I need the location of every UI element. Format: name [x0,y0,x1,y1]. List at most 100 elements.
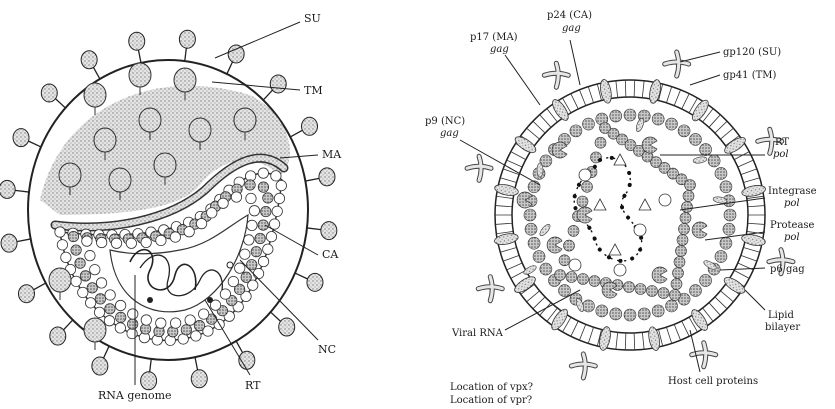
label-p24-gene: gag [562,23,581,34]
capsid-bead [647,286,658,297]
matrix-bead [524,209,536,221]
integrase-protein [634,224,646,236]
label-protease: Protease [770,220,815,231]
capsid-bead [658,288,669,299]
spike-knob [302,117,318,135]
spike-knob [129,32,145,50]
envelope-protein [139,108,161,132]
matrix-bead [570,125,582,137]
label-p17: p17 (MA) [470,32,518,43]
matrix-bead [715,167,727,179]
label-p24: p24 (CA) [547,10,592,21]
matrix-bead [528,181,540,193]
label-p17-gene: gag [490,44,509,55]
envelope-protein [109,168,131,192]
matrix-bead [720,181,732,193]
capsid-subunit [272,206,282,216]
capsid-subunit [235,263,245,273]
capsid-subunit [263,193,273,203]
capsid-subunit [61,252,71,262]
capsid-subunit [71,245,81,255]
envelope-protein [189,118,211,142]
spike-stalk [15,190,29,192]
capsid-bead [564,240,575,251]
capsid-subunit [105,304,115,314]
spike-stalk [263,90,273,100]
spike-stalk [55,98,65,108]
spike-stalk [28,141,41,147]
matrix-bead [723,223,735,235]
spike-stalk [150,359,152,373]
capsid-bead [589,276,600,287]
capsid-bead [680,213,691,224]
capsid-subunit [105,290,115,300]
capsid-subunit [55,227,65,237]
capsid-subunit [75,258,85,268]
matrix-bead [596,305,608,317]
spike-knob [81,51,97,69]
capsid-subunit [228,276,238,286]
label-rt: RT [245,379,261,392]
label-viral-rna: Viral RNA [451,328,504,339]
capsid-subunit [253,268,263,278]
p6-protein [537,163,543,177]
spike-knob [92,357,108,375]
capsid-subunit [266,232,276,242]
integrase-protein [614,264,626,276]
envelope-protein [59,163,81,187]
capsid-subunit [263,244,273,254]
capsid-subunit [258,182,268,192]
capsid-bead [683,191,694,202]
label-gp120: gp120 (SU) [723,47,781,58]
capsid-bead [555,270,566,281]
spike-stalk [236,341,243,353]
spike-knob [179,30,195,48]
capsid-subunit [68,231,78,241]
capsid-bead [559,255,570,266]
label-rna-genome: RNA genome [98,389,172,402]
capsid-subunit [116,312,126,322]
capsid-subunit [185,315,195,325]
label-integrase: Integrase [768,186,817,197]
spike-knob [270,75,286,93]
capsid-bead [677,235,688,246]
capsid-subunit [104,316,114,326]
spike-stalk [93,67,100,79]
capsid-subunit [241,272,251,282]
capsid-bead [674,257,685,268]
spike-stalk [63,320,73,330]
capsid-subunit [220,289,230,299]
capsid-bead [676,246,687,257]
capsid-subunit [261,206,271,216]
envelope-protein [154,153,176,177]
capsid-subunit [127,328,137,338]
spike-knob [319,168,335,186]
label-lipid: Lipid [768,310,794,321]
matrix-bead [624,309,636,321]
matrix-bead [610,110,622,122]
spike-knob [191,370,207,388]
spike-stalk [138,49,141,63]
matrix-bead [652,113,664,125]
capsid-subunit [95,294,105,304]
label-p9: p9 (NC) [425,116,465,127]
spike-stalk [290,130,302,137]
spike-stalk [305,178,319,181]
capsid-subunit [141,315,151,325]
capsid-bead [682,202,693,213]
capsid-bead [679,224,690,235]
spike-knob [1,234,17,252]
matrix-bead [700,144,712,156]
capsid-subunit [258,168,268,178]
capsid-subunit [71,276,81,286]
spike-stalk [295,273,308,279]
capsid-subunit [184,227,194,237]
capsid-subunit [111,238,121,248]
spike-knob [279,318,295,336]
matrix-bead [624,109,636,121]
capsid-bead [578,274,589,285]
matrix-bead [715,251,727,263]
capsid-subunit [251,247,261,257]
capsid-bead [566,272,577,283]
